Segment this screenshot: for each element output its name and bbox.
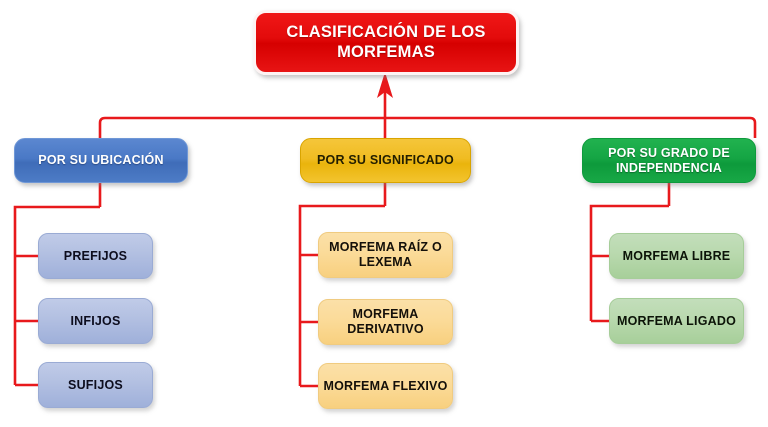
leaf-label-morfema-ligado: MORFEMA LIGADO xyxy=(617,313,736,328)
leaf-label-morfema-derivativo: MORFEMA DERIVATIVO xyxy=(347,307,424,336)
leaf-label-prefijos: PREFIJOS xyxy=(63,248,128,263)
category-node-ubicacion: POR SU UBICACIÓN xyxy=(14,138,188,183)
leaf-label-sufijos: SUFIJOS xyxy=(68,377,123,392)
leaf-label-morfema-flexivo: MORFEMA FLEXIVO xyxy=(323,378,448,393)
category-node-significado: POR SU SIGNIFICADO xyxy=(300,138,471,183)
leaf-label-infijos: INFIJOS xyxy=(70,313,121,328)
arrowhead-up-icon xyxy=(377,72,393,98)
diagram-title-node: CLASIFICACIÓN DE LOS MORFEMAS xyxy=(253,10,519,75)
leaf-node-morfema-ligado: MORFEMA LIGADO xyxy=(609,298,744,344)
leaf-node-morfema-raiz: MORFEMA RAÍZ O LEXEMA xyxy=(318,232,453,278)
leaf-node-infijos: INFIJOS xyxy=(38,298,153,344)
diagram-title-label: CLASIFICACIÓN DE LOS MORFEMAS xyxy=(286,23,486,61)
leaf-node-prefijos: PREFIJOS xyxy=(38,233,153,279)
category-label-ubicacion: POR SU UBICACIÓN xyxy=(38,153,164,168)
category-node-independencia: POR SU GRADO DE INDEPENDENCIA xyxy=(582,138,756,183)
category-label-significado: POR SU SIGNIFICADO xyxy=(317,153,454,168)
leaf-node-morfema-libre: MORFEMA LIBRE xyxy=(609,233,744,279)
edge-root-bus xyxy=(98,116,757,124)
leaf-label-morfema-libre: MORFEMA LIBRE xyxy=(622,248,731,263)
leaf-node-morfema-flexivo: MORFEMA FLEXIVO xyxy=(318,363,453,409)
category-label-independencia: POR SU GRADO DE INDEPENDENCIA xyxy=(608,145,730,175)
leaf-label-morfema-raiz: MORFEMA RAÍZ O LEXEMA xyxy=(329,240,442,269)
leaf-node-morfema-derivativo: MORFEMA DERIVATIVO xyxy=(318,299,453,345)
leaf-node-sufijos: SUFIJOS xyxy=(38,362,153,408)
